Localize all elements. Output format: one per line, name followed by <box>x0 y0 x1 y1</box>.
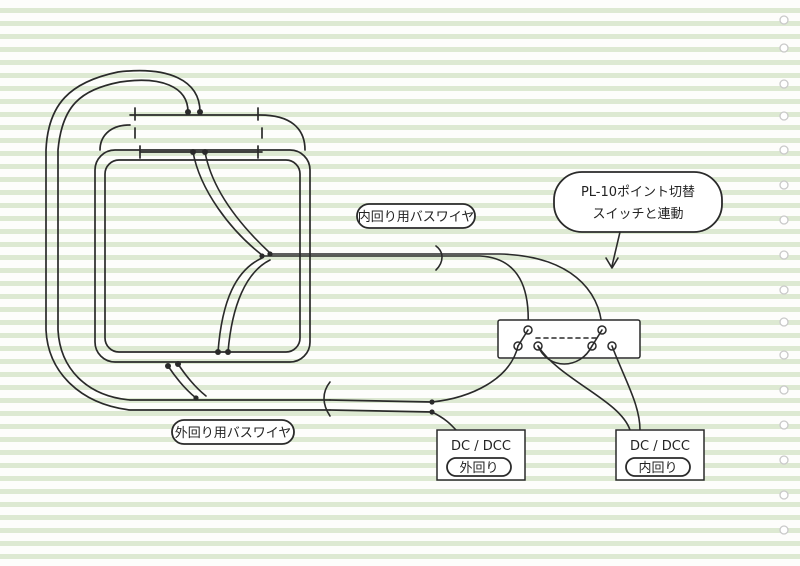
switch-note-pointer <box>611 231 621 267</box>
binder-holes <box>779 15 789 535</box>
switch-note-arrowhead <box>605 257 619 269</box>
power-pack-inner-type: DC / DCC <box>630 439 690 454</box>
outer-bus-label-bubble <box>171 419 295 445</box>
inner-feeder-wires <box>185 109 273 355</box>
pl10-switch-box <box>497 319 641 359</box>
outer-bus-twist-mark <box>323 381 331 417</box>
power-pack-outer-loop: 外回り <box>459 461 498 476</box>
outer-loop-track <box>45 69 433 413</box>
power-pack-inner-loop-tag <box>625 457 691 477</box>
inner-bus-label-bubble <box>356 203 476 229</box>
power-pack-inner-loop: 内回り <box>638 460 677 476</box>
switch-output-wires <box>429 345 641 431</box>
switch-note-line1: PL-10ポイント切替 <box>581 185 695 200</box>
inner-bus-wire-label: 内回り用バスワイヤ <box>358 209 475 225</box>
power-pack-outer-loop-tag <box>446 457 512 477</box>
inner-bus-twist-mark <box>435 245 443 271</box>
inner-bus-wire <box>261 245 603 329</box>
power-pack-outer-type: DC / DCC <box>451 439 511 454</box>
switch-note-bubble <box>553 171 723 233</box>
switch-note-line2: スイッチと連動 <box>592 207 683 222</box>
outer-feeder-wires <box>165 361 207 401</box>
outer-bus-wire-label: 外回り用バスワイヤ <box>175 426 292 441</box>
inner-loop-track <box>94 107 311 363</box>
